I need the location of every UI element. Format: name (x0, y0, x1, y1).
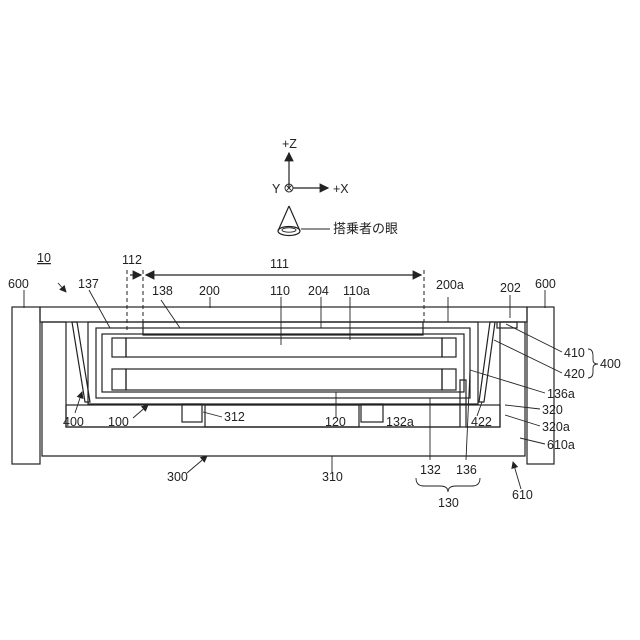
label-132: 132 (420, 463, 441, 477)
label-112: 112 (122, 253, 142, 267)
label-300: 300 (167, 470, 188, 484)
dimension-lines (127, 270, 424, 333)
label-200: 200 (199, 284, 220, 298)
recess-132a (361, 404, 383, 422)
label-420: 420 (564, 367, 585, 381)
label-610: 610 (512, 488, 533, 502)
label-202: 202 (500, 281, 521, 295)
label-136: 136 (456, 463, 477, 477)
label-320: 320 (542, 403, 563, 417)
label-200a: 200a (436, 278, 464, 292)
label-400-left: 400 (63, 415, 84, 429)
label-137: 137 (78, 277, 99, 291)
label-100: 100 (108, 415, 129, 429)
axis-indicator: +Z Y +X (272, 137, 349, 196)
eye-icon: 搭乗者の眼 (278, 206, 398, 237)
case-floor-310 (66, 405, 500, 427)
cover-200 (40, 307, 527, 322)
panel-110 (126, 338, 442, 357)
label-312: 312 (224, 410, 245, 424)
panel-120 (126, 369, 442, 390)
label-422: 422 (471, 415, 492, 429)
label-111: 111 (270, 257, 289, 271)
label-110: 110 (270, 284, 290, 298)
label-320a: 320a (542, 420, 570, 434)
recess-312 (182, 404, 202, 422)
eye-label: 搭乗者の眼 (333, 221, 398, 237)
y-axis-label: Y (272, 182, 281, 196)
label-310: 310 (322, 470, 343, 484)
label-138: 138 (152, 284, 173, 298)
holder-130 (88, 322, 478, 404)
spring-400-left (72, 322, 90, 402)
reference-labels: 10 600 137 112 111 138 200 110 204 110a … (8, 251, 621, 510)
label-600-left: 600 (8, 277, 29, 291)
label-130: 130 (438, 496, 459, 510)
x-axis-label: +X (333, 182, 349, 196)
label-204: 204 (308, 284, 329, 298)
label-600-right: 600 (535, 277, 556, 291)
z-axis-label: +Z (282, 137, 297, 151)
leader-lines (24, 283, 598, 492)
spring-400-right (479, 322, 495, 402)
label-610a: 610a (547, 438, 575, 452)
label-400-brace: 400 (600, 357, 621, 371)
label-136a: 136a (547, 387, 575, 401)
case-300 (42, 322, 525, 456)
label-120: 120 (325, 415, 346, 429)
frame-600-left (12, 307, 40, 464)
label-110a: 110a (343, 284, 370, 298)
label-132a: 132a (386, 415, 414, 429)
label-410: 410 (564, 346, 585, 360)
label-10: 10 (37, 251, 51, 265)
